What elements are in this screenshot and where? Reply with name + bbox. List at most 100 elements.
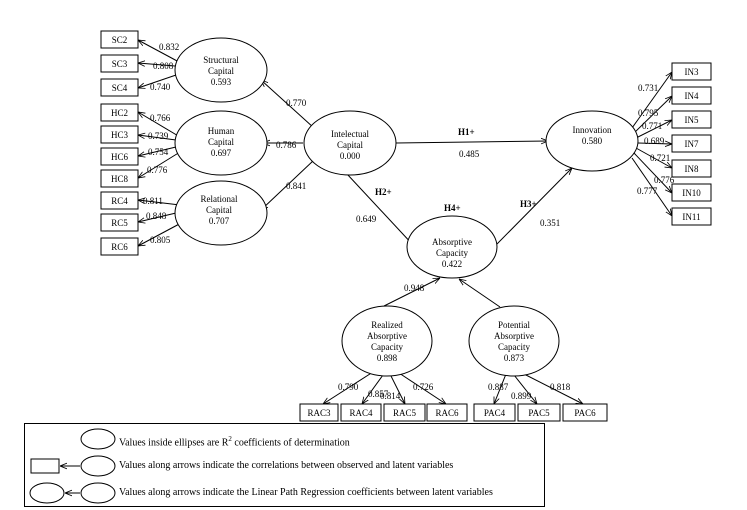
legend-box: Values inside ellipses are R2 coefficien…: [24, 423, 545, 507]
path-h2-label: H2+: [375, 187, 392, 197]
path-h3-label: H3+: [520, 199, 537, 209]
svg-text:0.000: 0.000: [340, 151, 361, 161]
edge-rac3: [323, 371, 374, 404]
svg-text:RC6: RC6: [111, 242, 128, 252]
indicator-in7: IN7: [671, 134, 712, 153]
edge-sc2: [138, 40, 180, 63]
loading-in3: 0.731: [638, 83, 658, 93]
loading-sc3: 0.808: [153, 61, 174, 71]
indicator-hc3: HC3: [100, 125, 139, 144]
legend-row-r2: Values inside ellipses are R2 coefficien…: [25, 427, 544, 451]
edge-rac4: [362, 374, 384, 404]
loading-pac4: 0.887: [488, 382, 509, 392]
indicator-rac3: RAC3: [299, 403, 339, 422]
path-h3: [496, 168, 572, 245]
path-ic-rc-value: 0.841: [286, 181, 306, 191]
loading-rac6: 0.726: [413, 382, 434, 392]
edge-rc4: [138, 200, 181, 206]
svg-text:SC3: SC3: [112, 59, 128, 69]
indicator-rc5: RC5: [100, 213, 139, 232]
path-ic-rc: [261, 159, 315, 210]
svg-text:IN8: IN8: [685, 164, 699, 174]
loading-in11: 0.777: [637, 186, 658, 196]
legend-box-arrow-icon: [30, 455, 116, 477]
path-ic-hc-value: 0.786: [276, 140, 297, 150]
svg-text:Capacity: Capacity: [436, 248, 468, 258]
edge-in7: [637, 143, 672, 144]
svg-text:0.580: 0.580: [582, 136, 603, 146]
svg-text:RC4: RC4: [111, 196, 128, 206]
loading-sc2: 0.832: [159, 42, 179, 52]
svg-text:Relational: Relational: [201, 194, 238, 204]
edge-in5: [635, 120, 672, 139]
indicator-rac4: RAC4: [340, 403, 382, 422]
edge-rac5: [390, 375, 405, 404]
indicator-pac5: PAC5: [517, 403, 561, 422]
legend-text-paths: Values along arrows indicate the Linear …: [119, 487, 493, 498]
indicator-rac6: RAC6: [426, 403, 468, 422]
svg-text:PAC4: PAC4: [484, 408, 506, 418]
svg-text:Absorptive: Absorptive: [367, 331, 407, 341]
svg-text:HC3: HC3: [111, 130, 129, 140]
latent-innovation: Innovation 0.580: [545, 110, 639, 172]
svg-text:SC4: SC4: [112, 83, 128, 93]
indicator-in4: IN4: [671, 86, 712, 105]
edge-hc8: [138, 151, 181, 178]
edge-hc3: [138, 135, 177, 141]
svg-text:0.873: 0.873: [504, 353, 525, 363]
indicator-rc6: RC6: [100, 237, 139, 256]
svg-text:Absorptive: Absorptive: [494, 331, 534, 341]
loading-in5: 0.771: [642, 121, 662, 131]
edge-pac5: [513, 374, 537, 404]
indicator-rc4: RC4: [100, 191, 139, 210]
loading-pac6: 0.818: [550, 382, 571, 392]
svg-text:Capacity: Capacity: [498, 342, 530, 352]
svg-text:RAC6: RAC6: [435, 408, 459, 418]
legend-row-loadings: Values along arrows indicate the correla…: [25, 454, 544, 478]
latent-realized-absorptive-capacity: Realized Absorptive Capacity 0.898: [341, 305, 433, 377]
edge-pac4: [493, 373, 507, 404]
svg-text:Potential: Potential: [498, 320, 530, 330]
svg-text:IN5: IN5: [685, 115, 699, 125]
edge-in11: [631, 157, 672, 216]
edge-rc6: [138, 221, 184, 246]
svg-text:HC8: HC8: [111, 174, 129, 184]
svg-text:0.422: 0.422: [442, 259, 462, 269]
legend-text-loadings: Values along arrows indicate the correla…: [119, 460, 454, 471]
svg-text:RAC3: RAC3: [307, 408, 331, 418]
legend-row-paths: Values along arrows indicate the Linear …: [25, 481, 544, 505]
svg-text:IN4: IN4: [685, 91, 699, 101]
svg-text:RAC4: RAC4: [349, 408, 373, 418]
loading-hc6: 0.754: [148, 147, 169, 157]
svg-text:IN11: IN11: [682, 212, 700, 222]
path-h1-label: H1+: [458, 127, 475, 137]
svg-text:Absorptive: Absorptive: [432, 237, 472, 247]
indicator-sc2: SC2: [100, 30, 139, 49]
path-h4: [383, 278, 440, 307]
indicator-in3: IN3: [671, 62, 712, 81]
path-ic-sc-value: 0.770: [286, 98, 307, 108]
indicator-sc4: SC4: [100, 78, 139, 97]
svg-text:Human: Human: [208, 126, 235, 136]
edge-in8: [635, 147, 672, 168]
svg-text:Capital: Capital: [206, 205, 232, 215]
loading-rac5: 0.814: [380, 391, 401, 401]
loading-rac3: 0.790: [338, 382, 359, 392]
path-h4-label: H4+: [444, 203, 461, 213]
svg-text:Structural: Structural: [203, 55, 239, 65]
path-h2-value: 0.649: [356, 214, 377, 224]
legend-ellipse-icon: [80, 428, 116, 450]
svg-text:PAC6: PAC6: [574, 408, 596, 418]
edge-rc5: [138, 212, 177, 222]
path-h1: [395, 141, 548, 143]
path-h3-value: 0.351: [540, 218, 560, 228]
indicator-in10: IN10: [671, 183, 712, 202]
loading-hc2: 0.766: [150, 113, 171, 123]
edge-hc2: [138, 112, 181, 138]
loading-sc4: 0.740: [150, 82, 171, 92]
indicator-pac4: PAC4: [473, 403, 516, 422]
legend-ellipse-arrow-icon: [29, 482, 116, 504]
svg-text:0.898: 0.898: [377, 353, 398, 363]
loading-rc5: 0.848: [146, 211, 167, 221]
